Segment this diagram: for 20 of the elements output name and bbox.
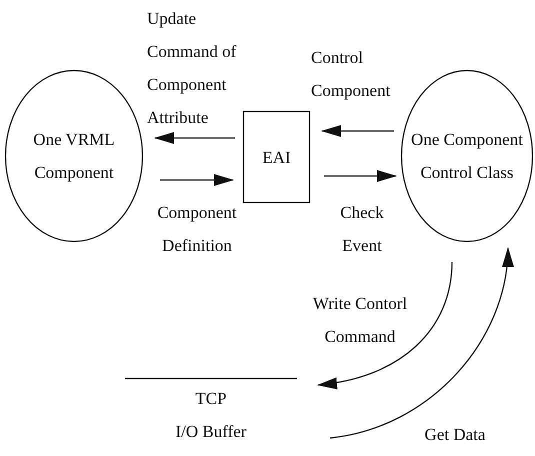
arrow — [324, 170, 397, 182]
process-box — [243, 111, 310, 203]
edge-label: Control Component — [311, 47, 392, 102]
node-label: TCP — [195, 388, 227, 410]
edge-label: Update Command of Component Attribute — [147, 8, 238, 129]
node-label: EAI — [262, 146, 291, 168]
arrow — [321, 125, 394, 137]
arrow — [160, 174, 234, 186]
edge-label: Get Data — [424, 424, 486, 446]
edge-label: Component Definition — [156, 202, 238, 257]
node-label: One VRML Component — [32, 129, 116, 184]
edge-label: Check Event — [339, 202, 385, 257]
arrow — [154, 132, 235, 144]
process-ellipse — [5, 70, 143, 242]
node-label: One Component Control Class — [410, 129, 524, 184]
edge-label: Write Contorl Command — [312, 293, 408, 348]
process-ellipse — [401, 70, 533, 242]
arrow — [330, 247, 513, 439]
node-label: I/O Buffer — [176, 421, 246, 443]
arrow — [317, 262, 453, 388]
